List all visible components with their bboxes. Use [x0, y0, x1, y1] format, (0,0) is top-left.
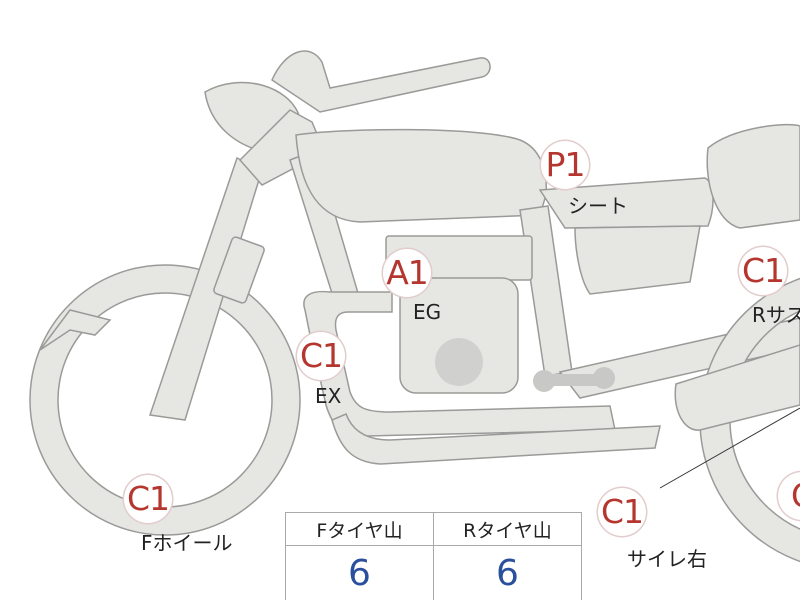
front-wheel — [29, 264, 301, 536]
marker-c1-front-wheel[interactable]: C1 — [124, 475, 172, 523]
table-header-row: Fタイヤ山 Rタイヤ山 — [285, 512, 582, 546]
marker-c1-exhaust[interactable]: C1 — [297, 332, 345, 380]
value-rear-tire[interactable]: 6 — [433, 545, 582, 600]
handlebar — [271, 50, 491, 113]
fuel-tank — [295, 128, 548, 223]
muffler — [674, 344, 800, 431]
marker-c1-muffler-right[interactable]: C1 — [598, 488, 646, 536]
marker-a1-engine[interactable]: A1 — [383, 249, 431, 297]
value-front-tire[interactable]: 6 — [285, 545, 434, 600]
header-rear-tire: Rタイヤ山 — [433, 512, 582, 546]
marker-c-rear-wheel-partial[interactable]: C — [778, 472, 800, 520]
rear-fender — [706, 123, 800, 229]
side-cover — [574, 225, 701, 295]
callout-leader-line — [659, 407, 800, 489]
label-exhaust: EX — [315, 384, 342, 408]
label-rear-suspension: Rサス — [752, 303, 800, 327]
rear-frame — [519, 205, 573, 377]
header-front-tire: Fタイヤ山 — [285, 512, 434, 546]
table-value-row: 6 6 — [285, 545, 582, 600]
fork-tube — [213, 236, 265, 304]
marker-c1-rear-suspension[interactable]: C1 — [739, 247, 787, 295]
label-muffler-right: サイレ右 — [627, 547, 707, 571]
label-front-wheel: Fホイール — [141, 531, 233, 555]
label-seat: シート — [568, 194, 628, 218]
label-engine: EG — [413, 300, 442, 324]
marker-p1-seat[interactable]: P1 — [541, 141, 589, 189]
footpeg — [533, 367, 615, 392]
tire-tread-table: Fタイヤ山 Rタイヤ山 6 6 — [285, 512, 582, 600]
exhaust-pipe-lower — [331, 413, 661, 465]
